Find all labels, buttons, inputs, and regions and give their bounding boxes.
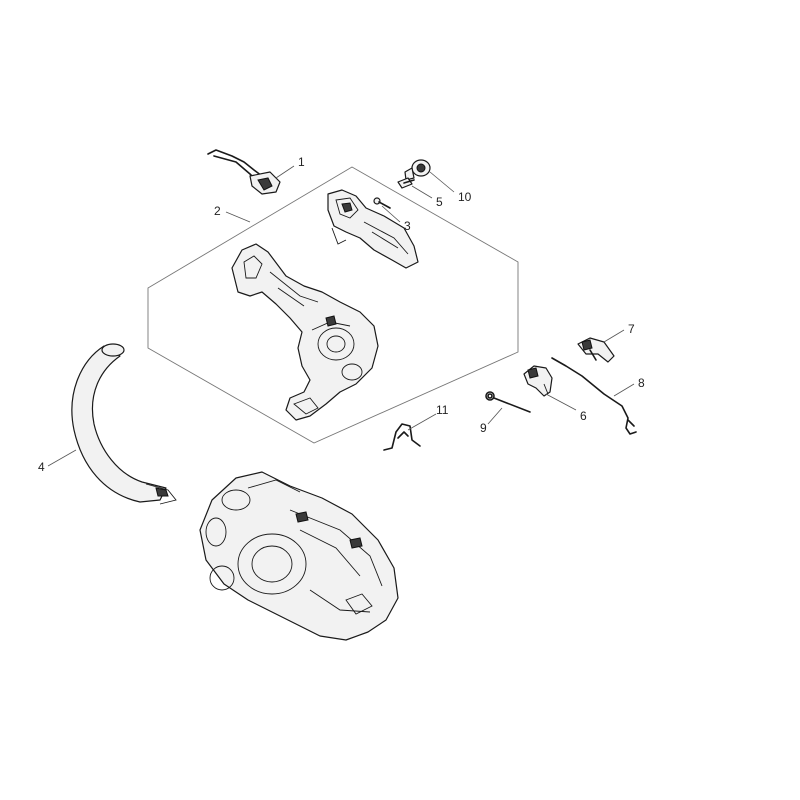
part-9-spring[interactable] [485,391,531,413]
callout-4: 4 [38,460,45,474]
leader-line-3 [381,205,401,223]
leader-line-5 [411,185,433,199]
callout-7: 7 [628,322,635,336]
callout-9: 9 [480,421,487,435]
part-6-trigger[interactable] [523,365,553,397]
part-10-grommet[interactable] [404,159,431,181]
leader-line-6 [545,393,577,411]
assembly-frame [147,166,519,444]
part-2-handle-cover[interactable] [327,189,419,269]
leader-line-1 [275,165,295,179]
leader-line-7 [603,329,625,343]
part-4-hose[interactable] [71,343,177,505]
part-3-screw[interactable] [373,197,391,209]
part-5-bolt[interactable] [397,177,415,189]
leader-line-8 [613,383,635,397]
part-7-lockout[interactable] [577,337,615,363]
part-8-throttle-rod[interactable] [551,357,637,435]
part-2-rear-handle-housing[interactable] [231,243,379,421]
leader-line-10 [429,171,455,193]
callout-3: 3 [404,219,411,233]
leader-line-11 [407,413,437,431]
callout-6: 6 [580,409,587,423]
part-1-cable-bracket[interactable] [207,149,281,195]
callout-10: 10 [458,190,472,204]
callout-5: 5 [436,195,443,209]
callout-2: 2 [214,204,221,218]
callout-11: 11 [436,403,449,417]
callout-1: 1 [298,155,305,169]
leader-line-4 [47,449,77,467]
part-11-wire-clip[interactable] [383,423,421,451]
crankcase[interactable] [199,471,399,641]
callout-8: 8 [638,376,645,390]
leader-line-2 [225,211,251,223]
leader-line-9 [487,407,503,425]
